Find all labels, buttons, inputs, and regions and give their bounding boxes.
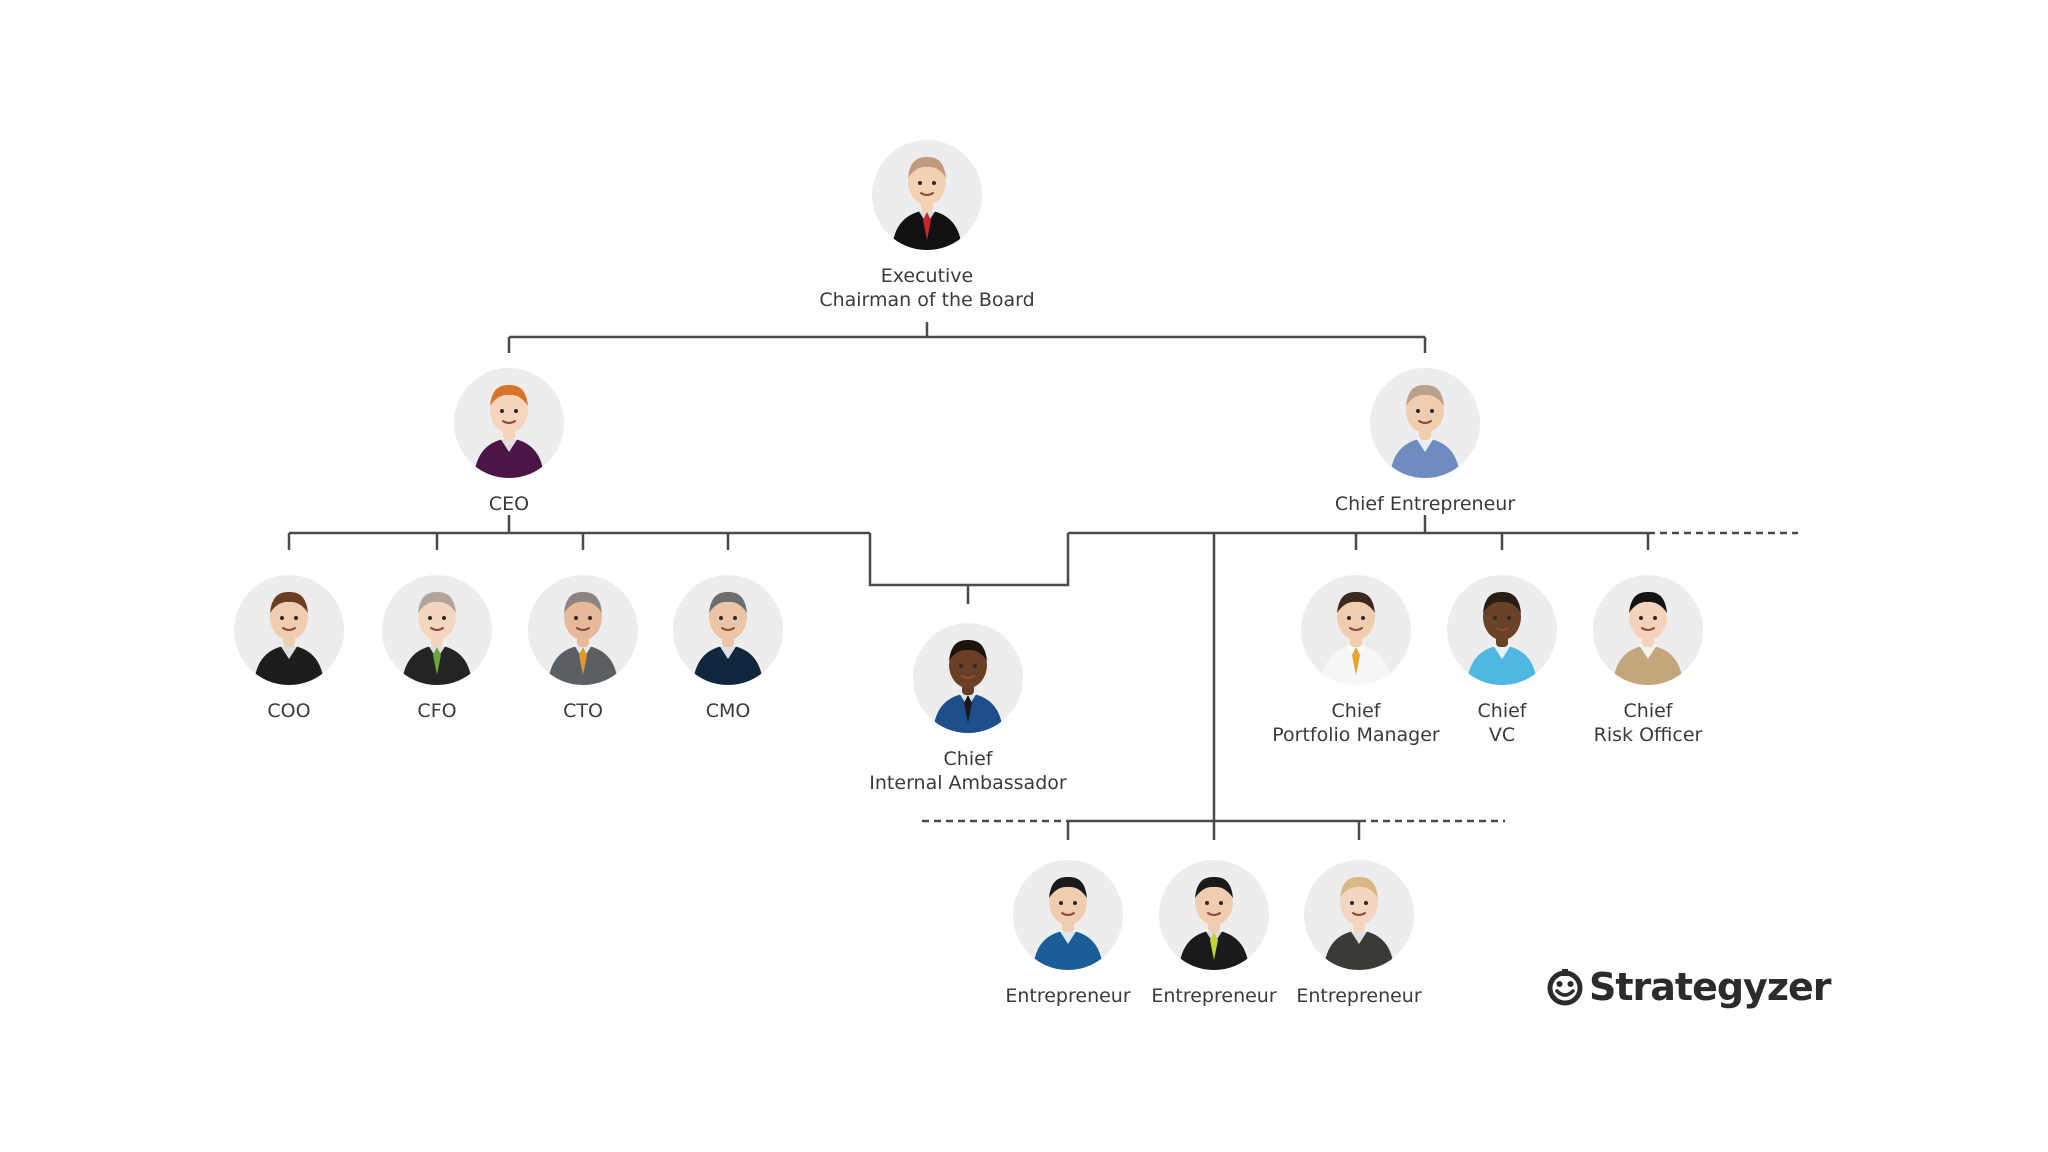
label-line: CTO xyxy=(563,700,603,722)
node-cmo: CMO xyxy=(608,575,848,723)
person-icon xyxy=(254,591,324,685)
label-line: Chief xyxy=(1623,700,1673,722)
node-coo: COO xyxy=(169,575,409,723)
node-chief-entrepreneur: Chief Entrepreneur xyxy=(1305,368,1545,516)
label-line: Chief xyxy=(943,748,993,770)
node-entrepreneur-1: Entrepreneur xyxy=(948,860,1188,1008)
avatar xyxy=(1013,860,1123,970)
node-label: Entrepreneur xyxy=(1094,984,1334,1008)
label-line: CMO xyxy=(705,700,751,722)
avatar xyxy=(1593,575,1703,685)
avatar xyxy=(234,575,344,685)
node-cto: CTO xyxy=(463,575,703,723)
avatar xyxy=(382,575,492,685)
label-line: CEO xyxy=(488,493,530,515)
label-line: CFO xyxy=(417,700,457,722)
person-icon xyxy=(548,591,618,685)
person-icon xyxy=(693,591,763,685)
edge-entrepreneurs-bar xyxy=(1066,819,1361,840)
avatar xyxy=(1447,575,1557,685)
logo-text: Strategyzer xyxy=(1589,965,1831,1009)
person-icon xyxy=(892,156,962,250)
avatar xyxy=(1304,860,1414,970)
person-icon xyxy=(402,591,472,685)
node-label: CMO xyxy=(608,699,848,723)
avatar xyxy=(872,140,982,250)
label-line: Chief Entrepreneur xyxy=(1334,493,1516,515)
avatar xyxy=(673,575,783,685)
avatar xyxy=(528,575,638,685)
avatar xyxy=(913,623,1023,733)
label-line: Executive xyxy=(880,265,974,287)
label-line: Entrepreneur xyxy=(1296,985,1422,1007)
strategyzer-smile-icon xyxy=(1547,969,1583,1006)
node-ceo: CEO xyxy=(389,368,629,516)
node-entrepreneur-3: Entrepreneur xyxy=(1239,860,1479,1008)
node-label: CFO xyxy=(317,699,557,723)
label-line: COO xyxy=(267,700,311,722)
label-line: Risk Officer xyxy=(1593,724,1703,746)
avatar xyxy=(1159,860,1269,970)
person-icon xyxy=(1324,876,1394,970)
label-line: Chief xyxy=(1331,700,1381,722)
person-icon xyxy=(1613,591,1683,685)
label-line: Portfolio Manager xyxy=(1272,724,1440,746)
label-line: Entrepreneur xyxy=(1151,985,1277,1007)
person-icon xyxy=(1179,876,1249,970)
edge-ambassador xyxy=(868,533,1070,604)
person-icon xyxy=(933,639,1003,733)
avatar xyxy=(454,368,564,478)
node-label: CTO xyxy=(463,699,703,723)
person-icon xyxy=(1467,591,1537,685)
label-line: VC xyxy=(1488,724,1516,746)
edge-ceo-reports xyxy=(287,515,870,550)
avatar xyxy=(1301,575,1411,685)
node-label: COO xyxy=(169,699,409,723)
person-icon xyxy=(1321,591,1391,685)
label-line: Entrepreneur xyxy=(1005,985,1131,1007)
node-cfo: CFO xyxy=(317,575,557,723)
person-icon xyxy=(474,384,544,478)
node-label: Chief Entrepreneur xyxy=(1305,492,1545,516)
avatar xyxy=(1370,368,1480,478)
person-icon xyxy=(1033,876,1103,970)
node-label: CEO xyxy=(389,492,629,516)
edge-chief-entrepreneur-reports xyxy=(1068,515,1650,550)
label-line: Chairman of the Board xyxy=(819,289,1035,311)
node-entrepreneur-2: Entrepreneur xyxy=(1094,860,1334,1008)
label-line: Chief xyxy=(1477,700,1527,722)
label-line: Internal Ambassador xyxy=(869,772,1067,794)
person-icon xyxy=(1390,384,1460,478)
node-label: Entrepreneur xyxy=(948,984,1188,1008)
strategyzer-logo: Strategyzer xyxy=(1545,965,1831,1009)
edge-chairman-bar xyxy=(507,322,1427,353)
node-label: Entrepreneur xyxy=(1239,984,1479,1008)
